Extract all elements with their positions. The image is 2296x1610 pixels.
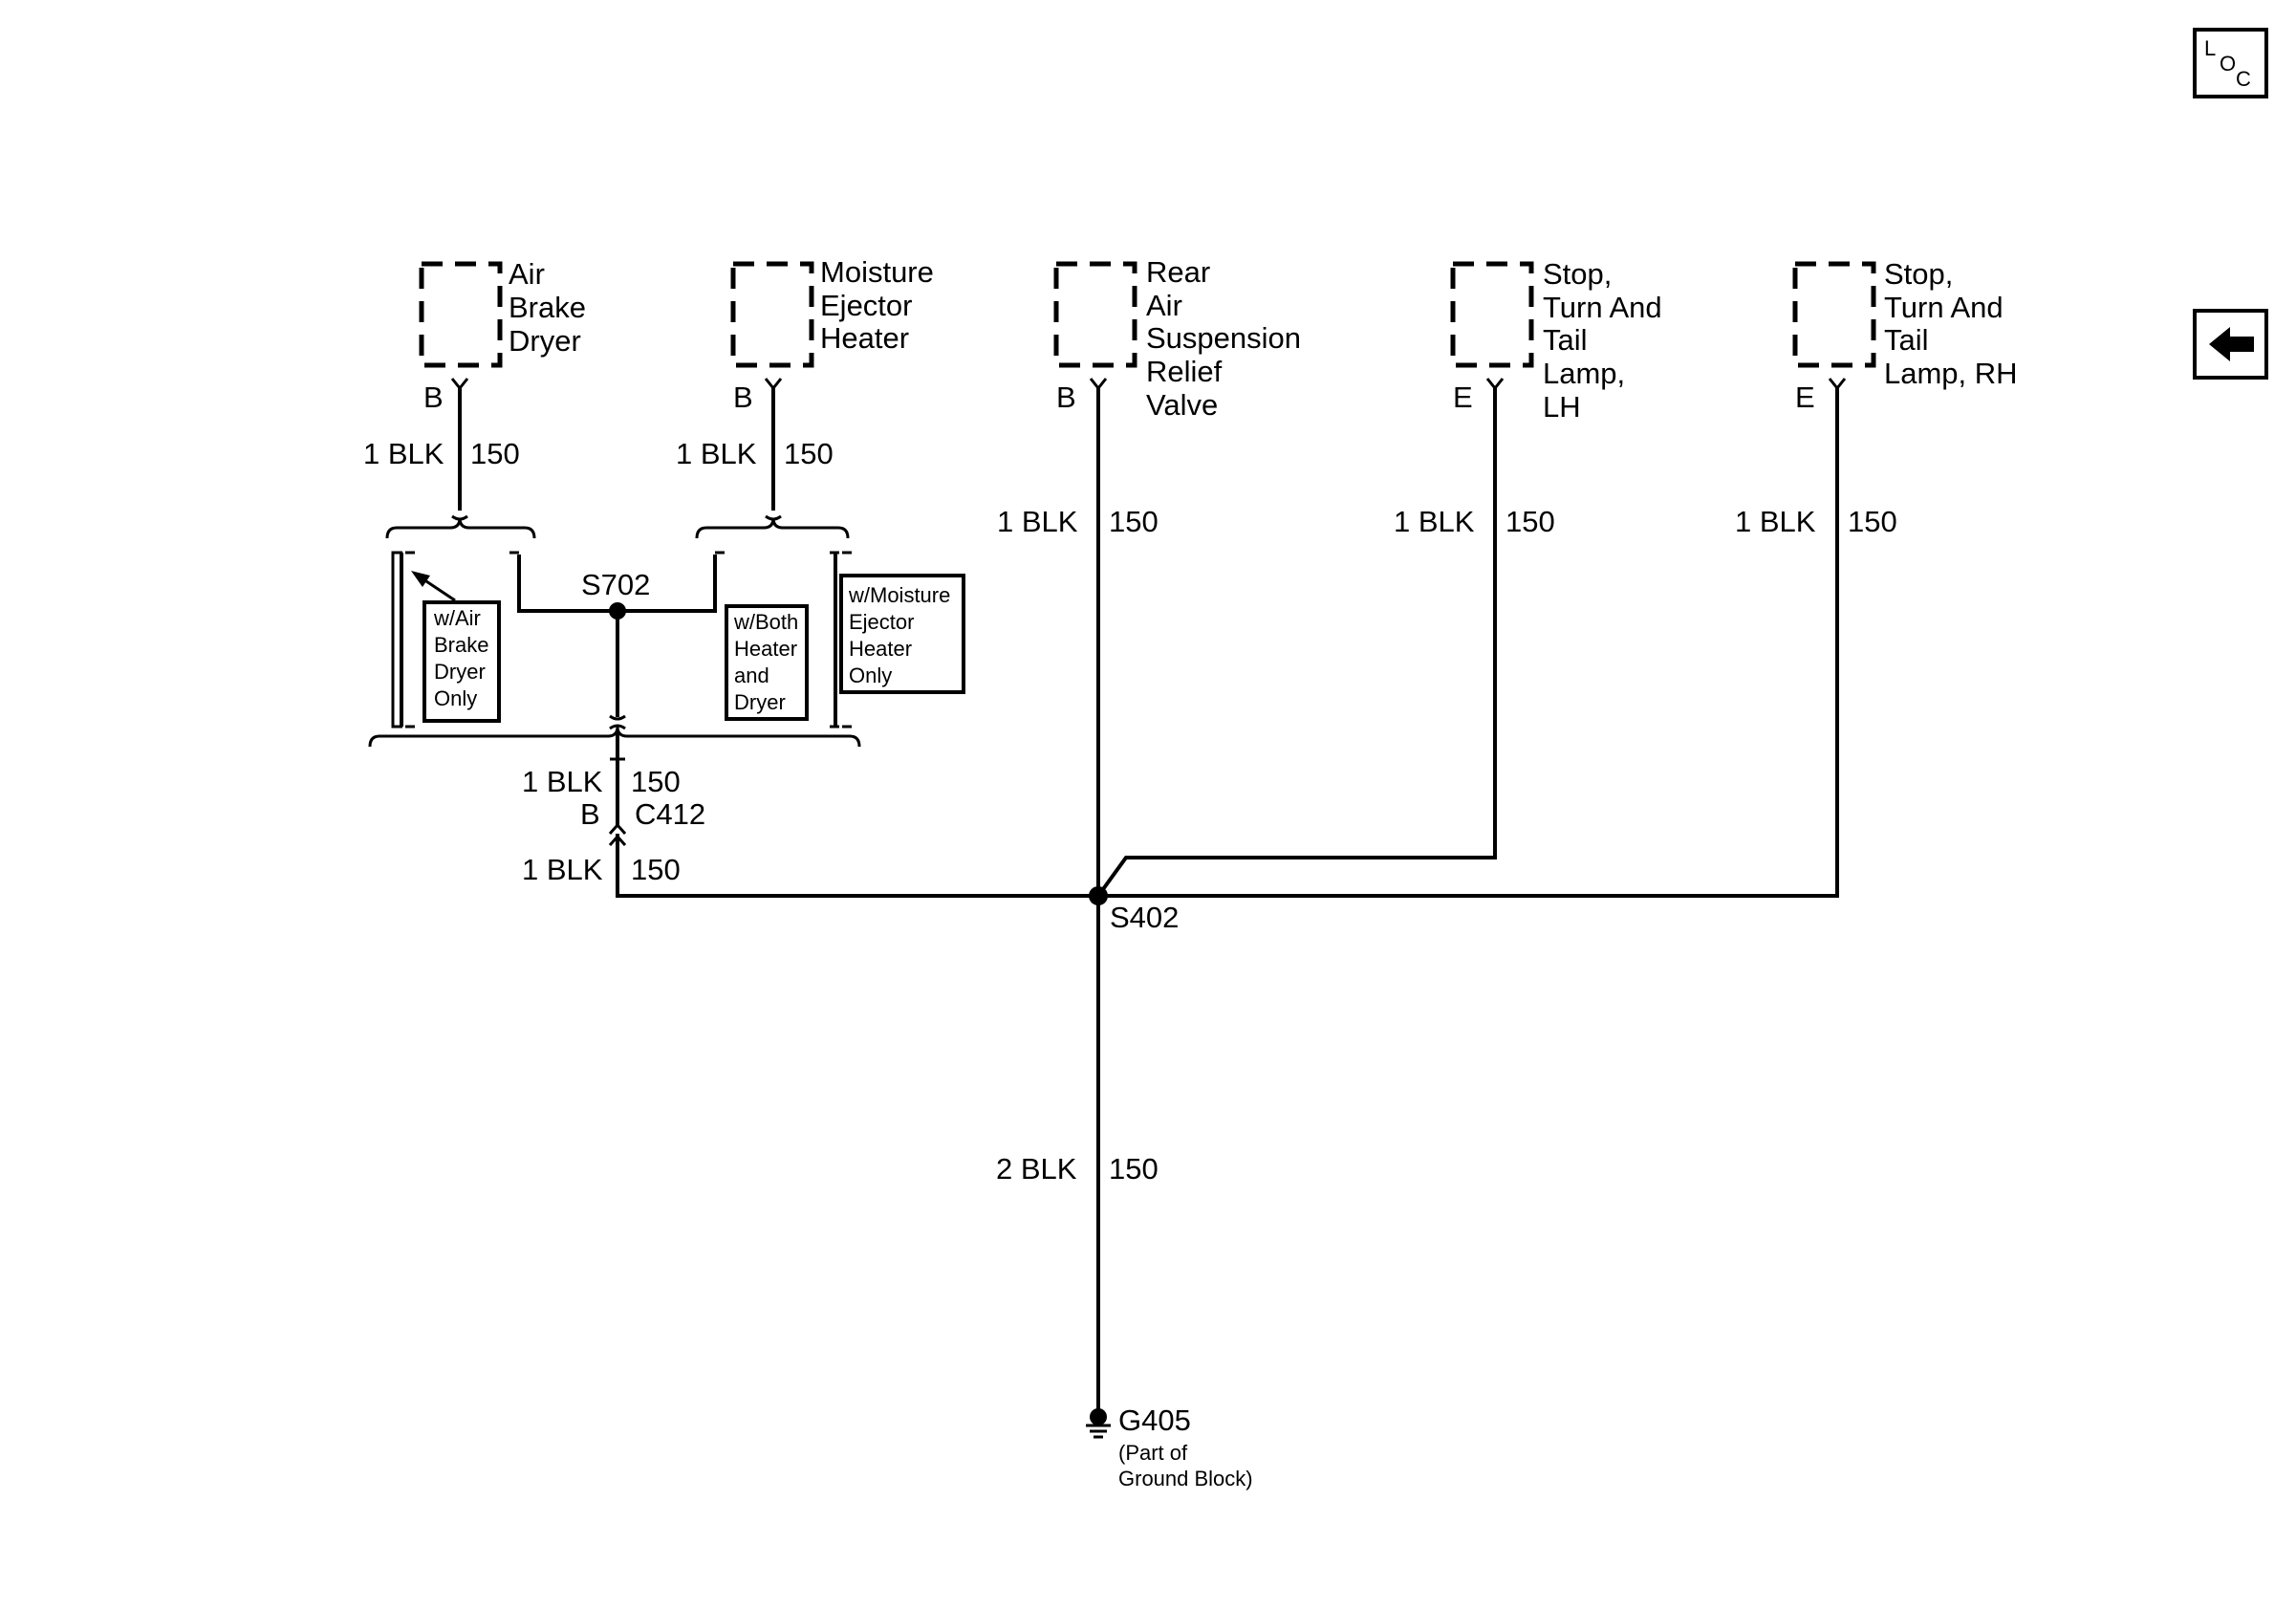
svg-text:Dryer: Dryer	[734, 690, 786, 714]
splice-s402: S402	[1089, 886, 1179, 934]
ground-label: G405	[1118, 1403, 1191, 1437]
svg-text:w/Air: w/Air	[433, 606, 481, 630]
svg-text:150: 150	[470, 437, 520, 470]
component-name-line: Stop,	[1884, 257, 1953, 291]
splice-s702: S702	[581, 568, 650, 620]
svg-text:150: 150	[1505, 505, 1555, 538]
svg-text:1 BLK: 1 BLK	[676, 437, 757, 470]
component-rear-air-suspension-valve: Rear Air Suspension Relief Valve B	[1053, 255, 1301, 422]
svg-text:1 BLK: 1 BLK	[522, 765, 603, 798]
svg-text:1 BLK: 1 BLK	[522, 853, 603, 886]
left-arrow-icon[interactable]	[2193, 309, 2268, 380]
terminal-label: E	[1795, 381, 1815, 414]
component-name-line: Valve	[1146, 388, 1218, 422]
component-name-line: Air	[1146, 289, 1182, 322]
connector-c412: B C412	[580, 757, 705, 846]
connector-label: C412	[635, 797, 705, 831]
terminal-label: B	[733, 381, 753, 414]
component-name-line: Moisture	[820, 255, 934, 289]
svg-text:2 BLK: 2 BLK	[996, 1152, 1077, 1186]
option-box-moisture-only: w/Moisture Ejector Heater Only	[839, 574, 965, 694]
svg-text:150: 150	[1848, 505, 1897, 538]
svg-text:1 BLK: 1 BLK	[1394, 505, 1475, 538]
svg-text:1 BLK: 1 BLK	[363, 437, 444, 470]
svg-text:Ejector: Ejector	[849, 610, 914, 634]
component-name-line: Rear	[1146, 255, 1210, 289]
component-name-line: Stop,	[1543, 257, 1612, 291]
svg-text:Only: Only	[434, 686, 477, 710]
component-name-line: LH	[1543, 390, 1581, 424]
svg-text:Dryer: Dryer	[434, 660, 486, 684]
svg-text:150: 150	[1109, 1152, 1159, 1186]
component-stop-turn-tail-lamp-lh: Stop, Turn And Tail Lamp, LH E	[1450, 257, 1662, 424]
harness-brackets	[368, 514, 861, 748]
option-arrow	[411, 571, 456, 602]
svg-text:150: 150	[631, 765, 681, 798]
svg-text:w/Both: w/Both	[733, 610, 798, 634]
terminal-label: B	[423, 381, 444, 414]
component-name-line: Tail	[1884, 323, 1929, 357]
ground-note: (Part of	[1118, 1441, 1188, 1465]
component-name-line: Ejector	[820, 289, 912, 322]
svg-text:150: 150	[1109, 505, 1159, 538]
svg-text:150: 150	[631, 853, 681, 886]
loc-icon[interactable]: L O C	[2193, 28, 2268, 98]
ground-note: Ground Block)	[1118, 1467, 1253, 1490]
component-name-line: Tail	[1543, 323, 1588, 357]
svg-text:w/Moisture: w/Moisture	[848, 583, 950, 607]
wire-labels: 1 BLK 150 1 BLK 150 1 BLK 150 1 BLK 150 …	[363, 437, 1897, 1186]
component-name-line: Lamp,	[1543, 357, 1625, 390]
component-name-line: Relief	[1146, 355, 1223, 388]
wires	[458, 388, 1839, 1409]
svg-text:L: L	[2204, 36, 2216, 60]
svg-text:150: 150	[784, 437, 834, 470]
connector-pin-label: B	[580, 797, 600, 831]
component-moisture-ejector-heater: Moisture Ejector Heater B	[730, 255, 934, 414]
svg-text:O: O	[2220, 52, 2236, 76]
option-box-both-heater-dryer: w/Both Heater and Dryer	[725, 604, 809, 721]
svg-text:Brake: Brake	[434, 633, 488, 657]
svg-text:Heater: Heater	[849, 637, 912, 661]
svg-text:and: and	[734, 664, 769, 687]
component-air-brake-dryer: Air Brake Dryer B	[419, 257, 586, 414]
svg-text:Only: Only	[849, 664, 892, 687]
splice-label: S402	[1110, 901, 1179, 934]
svg-text:1 BLK: 1 BLK	[1735, 505, 1816, 538]
component-name-line: Turn And	[1543, 291, 1662, 324]
component-stop-turn-tail-lamp-rh: Stop, Turn And Tail Lamp, RH E	[1792, 257, 2018, 414]
svg-text:Heater: Heater	[734, 637, 797, 661]
svg-text:C: C	[2236, 67, 2251, 91]
component-name-line: Suspension	[1146, 321, 1301, 355]
option-box-air-brake-only: w/Air Brake Dryer Only	[422, 600, 501, 723]
component-name-line: Lamp, RH	[1884, 357, 2018, 390]
ground-g405: G405 (Part of Ground Block)	[1086, 1403, 1253, 1490]
svg-text:1 BLK: 1 BLK	[997, 505, 1078, 538]
terminal-label: B	[1056, 381, 1076, 414]
terminal-label: E	[1453, 381, 1473, 414]
splice-label: S702	[581, 568, 650, 601]
component-name-line: Dryer	[509, 324, 581, 358]
component-name-line: Heater	[820, 321, 909, 355]
component-name-line: Air	[509, 257, 545, 291]
component-name-line: Turn And	[1884, 291, 2004, 324]
component-name-line: Brake	[509, 291, 586, 324]
